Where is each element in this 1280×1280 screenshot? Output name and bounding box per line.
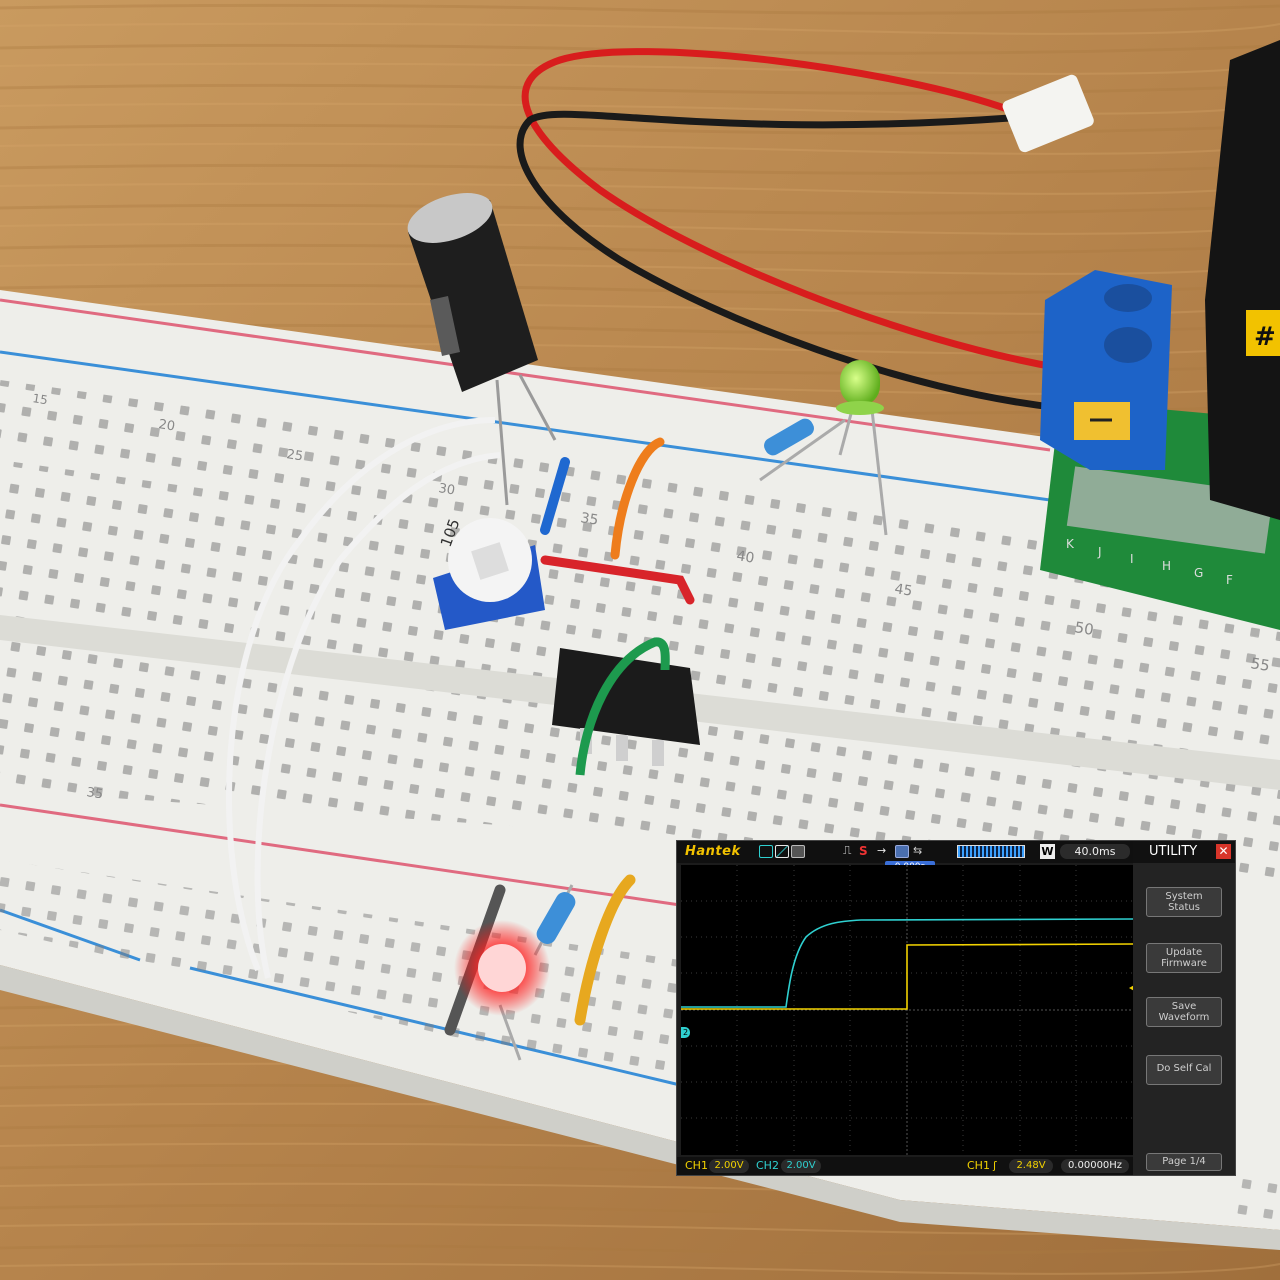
perfboard-letter: J	[1097, 545, 1102, 559]
perfboard-letter: I	[1130, 552, 1134, 566]
update-firmware-button[interactable]: Update Firmware	[1146, 943, 1222, 973]
green-led	[836, 360, 888, 536]
memory-overview	[957, 845, 1025, 858]
button-label-line: System	[1165, 891, 1203, 902]
trimmer-potentiometer: 105	[433, 516, 545, 630]
page-button[interactable]: Page 1/4	[1146, 1153, 1222, 1171]
column-number: 25	[285, 447, 304, 464]
trigger-source-icon: S	[859, 844, 868, 858]
ch1-volts-div[interactable]: 2.00V	[709, 1159, 749, 1173]
column-number: 35	[85, 785, 104, 802]
button-label-line: Waveform	[1158, 1012, 1210, 1023]
acquire-mode-icon	[759, 845, 773, 858]
system-status-button[interactable]: System Status	[1146, 887, 1222, 917]
power-cable	[516, 48, 1094, 412]
save-icon	[895, 845, 909, 858]
perfboard-letter: K	[1066, 537, 1075, 551]
column-number: 55	[1249, 654, 1271, 675]
oscilloscope-screen: Hantek ⎍ S → ⇆ W 40.0ms 0.000s 2	[676, 840, 1236, 1176]
yellow-jumper	[574, 874, 636, 1026]
blue-jumper	[540, 457, 570, 535]
button-label-line: Firmware	[1161, 958, 1207, 969]
ch1-label: CH1	[685, 1159, 708, 1172]
ch1-trace	[681, 943, 1133, 1010]
arrow-icon: →	[877, 844, 887, 857]
ch2-ground-marker: 2	[681, 1027, 690, 1038]
terminal-label: #	[1254, 322, 1276, 352]
breadboard: 15 20 25 30 35 40 45 50 55 35	[0, 290, 1280, 1250]
column-number: 40	[735, 548, 755, 567]
brand-logo: Hantek	[685, 844, 741, 859]
red-jumper	[540, 555, 695, 605]
button-label-line: Status	[1168, 902, 1200, 913]
scope-status-bar: Hantek ⎍ S → ⇆ W 40.0ms	[677, 841, 1133, 863]
button-label-line: Update	[1165, 947, 1203, 958]
ic-chip	[552, 637, 700, 776]
self-cal-button[interactable]: Do Self Cal	[1146, 1055, 1222, 1085]
column-number: 35	[579, 510, 599, 529]
resistor-top	[759, 418, 846, 482]
ch2-label: CH2	[756, 1159, 779, 1172]
utility-menu: UTILITY ✕ System Status Update Firmware …	[1133, 841, 1235, 1175]
perfboard-letter: H	[1162, 559, 1171, 573]
waveform-display: 2	[681, 865, 1133, 1155]
save-waveform-button[interactable]: Save Waveform	[1146, 997, 1222, 1027]
perfboard-letter: G	[1194, 566, 1203, 580]
electrolytic-capacitor	[407, 193, 557, 506]
orange-jumper	[610, 437, 665, 560]
column-number: 30	[437, 481, 456, 498]
trigger-channel-label: CH1	[967, 1159, 990, 1172]
trigger-frequency-value: 0.00000Hz	[1061, 1159, 1129, 1173]
trigger-slope-icon: ʃ	[993, 1159, 997, 1172]
probe-icon	[791, 845, 805, 858]
column-number: 15	[32, 391, 49, 407]
button-label-line: Save	[1171, 1001, 1197, 1012]
column-number: 20	[157, 417, 176, 434]
menu-title-text: UTILITY	[1149, 844, 1198, 859]
perfboard-letter: F	[1226, 573, 1233, 587]
white-jumper-wires	[226, 417, 501, 979]
red-led	[454, 920, 550, 1061]
close-icon[interactable]: ✕	[1216, 844, 1231, 859]
menu-title: UTILITY ✕	[1133, 841, 1235, 863]
power-module: K J I H G F #	[1040, 40, 1280, 630]
column-number: 45	[893, 581, 913, 600]
ch2-volts-div[interactable]: 2.00V	[781, 1159, 821, 1173]
trigger-level-marker	[1129, 983, 1133, 993]
trigger-edge-icon: ⎍	[843, 843, 852, 857]
display-mode-icon	[775, 845, 789, 858]
usb-icon: ⇆	[913, 844, 923, 857]
ch2-trace	[681, 918, 1133, 1008]
jst-connector	[1002, 74, 1094, 153]
scope-bottom-bar: CH1 2.00V CH2 2.00V CH1 ʃ 2.48V 0.00000H…	[677, 1157, 1133, 1175]
trigger-level-value[interactable]: 2.48V	[1009, 1159, 1053, 1173]
column-number: 50	[1073, 618, 1095, 639]
timebase-tag: W	[1040, 844, 1055, 859]
timebase-value[interactable]: 40.0ms	[1060, 844, 1130, 859]
